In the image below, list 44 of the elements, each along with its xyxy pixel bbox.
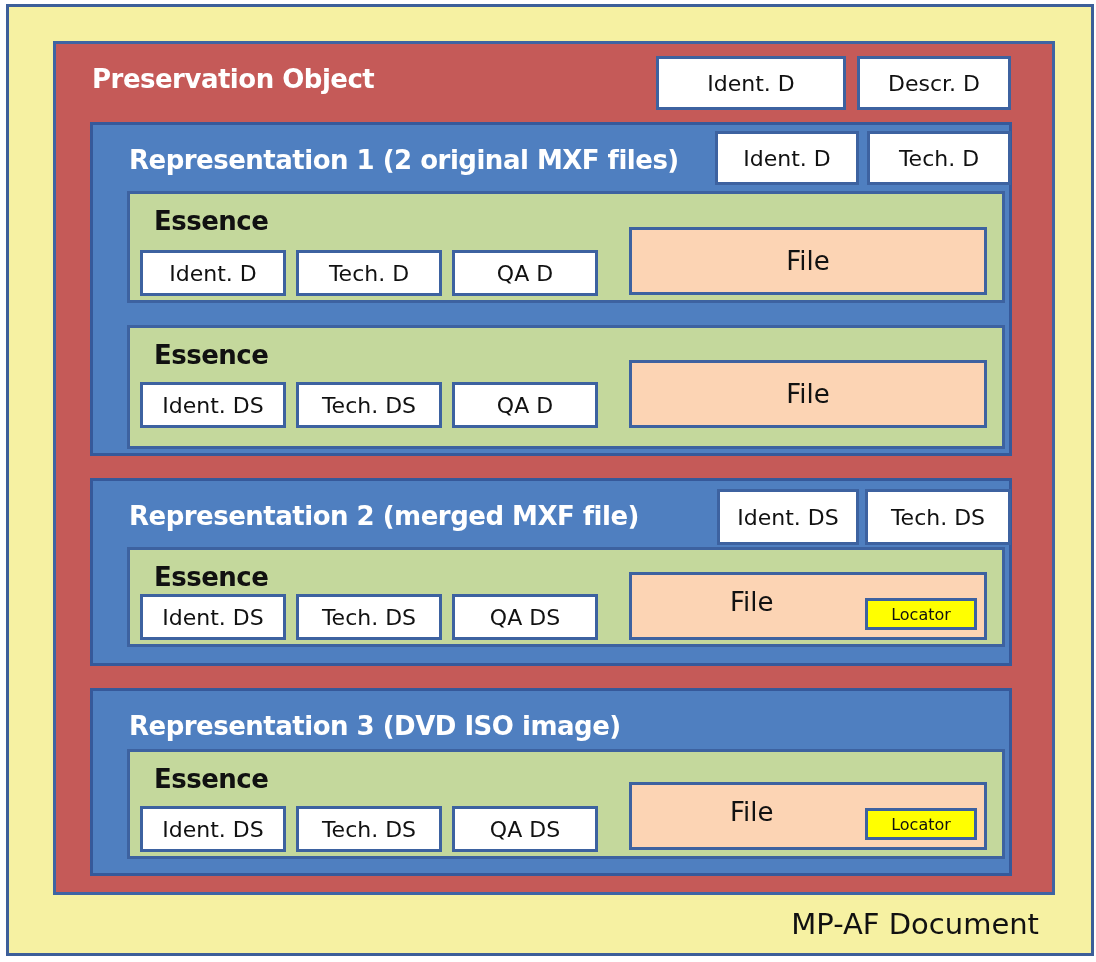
section-title: Essence <box>154 340 269 370</box>
essence-panel <box>127 547 1005 647</box>
descriptor-box: QA DS <box>452 806 598 852</box>
descriptor-box: Ident. DS <box>140 594 286 640</box>
section-title: Essence <box>154 764 269 794</box>
descriptor-box: QA D <box>452 382 598 428</box>
descriptor-box: Tech. DS <box>296 594 442 640</box>
locator-tag: Locator <box>865 598 977 630</box>
file-box: File <box>629 227 987 295</box>
descriptor-box: Tech. DS <box>865 489 1011 545</box>
section-title: Essence <box>154 206 269 236</box>
document-panel <box>6 4 1094 956</box>
section-title: MP-AF Document <box>791 907 1039 941</box>
file-box <box>629 572 987 640</box>
section-title: Preservation Object <box>92 64 375 94</box>
file-label: File <box>730 797 774 827</box>
representation-panel <box>90 478 1012 666</box>
descriptor-box: Ident. D <box>140 250 286 296</box>
descriptor-box: Tech. D <box>296 250 442 296</box>
section-title: Essence <box>154 562 269 592</box>
descriptor-box: Ident. DS <box>140 382 286 428</box>
file-box: File <box>629 360 987 428</box>
essence-panel <box>127 191 1005 303</box>
descriptor-box: Descr. D <box>857 56 1011 110</box>
descriptor-box: QA D <box>452 250 598 296</box>
locator-tag: Locator <box>865 808 977 840</box>
descriptor-box: Ident. DS <box>717 489 859 545</box>
descriptor-box: Tech. DS <box>296 806 442 852</box>
essence-panel <box>127 749 1005 859</box>
section-title: Representation 3 (DVD ISO image) <box>129 711 621 741</box>
representation-panel <box>90 122 1012 456</box>
section-title: Representation 2 (merged MXF file) <box>129 501 639 531</box>
representation-panel <box>90 688 1012 876</box>
descriptor-box: QA DS <box>452 594 598 640</box>
descriptor-box: Ident. D <box>715 131 859 185</box>
descriptor-box: Tech. D <box>867 131 1011 185</box>
section-title: Representation 1 (2 original MXF files) <box>129 145 679 175</box>
file-box <box>629 782 987 850</box>
descriptor-box: Ident. DS <box>140 806 286 852</box>
descriptor-box: Tech. DS <box>296 382 442 428</box>
file-label: File <box>730 587 774 617</box>
preservation-object-panel <box>53 41 1055 895</box>
essence-panel <box>127 325 1005 449</box>
descriptor-box: Ident. D <box>656 56 846 110</box>
